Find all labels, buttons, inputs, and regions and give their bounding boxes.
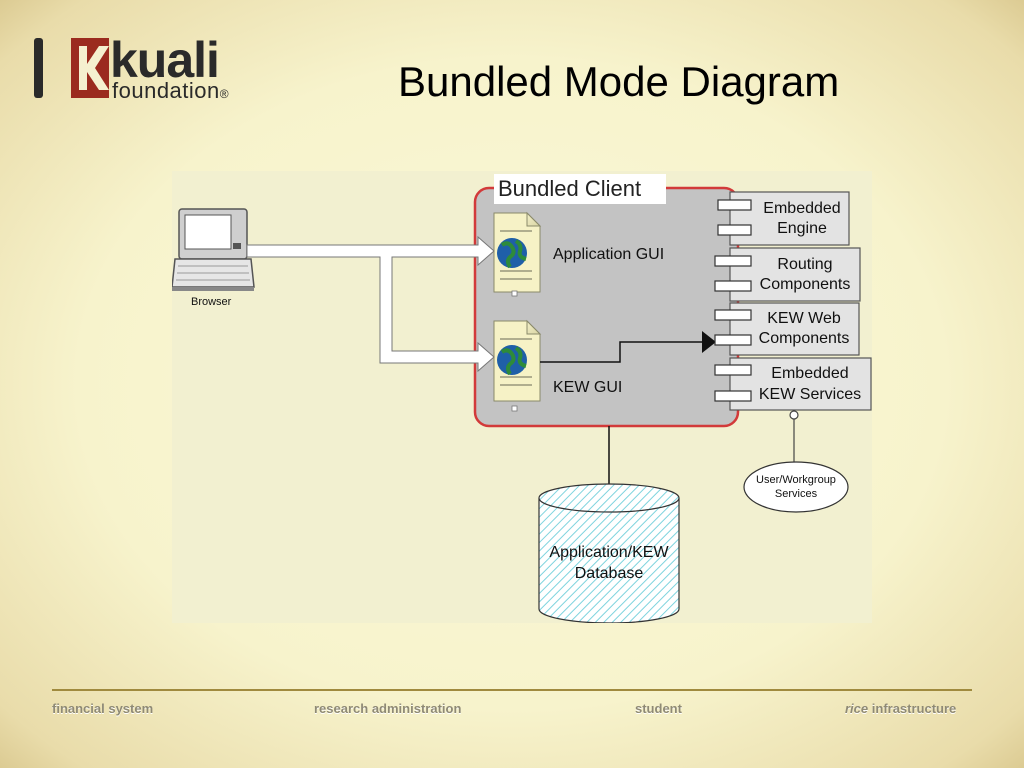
logo-bracket bbox=[34, 38, 43, 98]
user-workgroup-services bbox=[743, 461, 849, 513]
logo-subtitle: foundation® bbox=[112, 78, 230, 103]
bundled-client-title-bg bbox=[494, 174, 666, 204]
database-line2: Database bbox=[575, 565, 644, 582]
component-line2: Components bbox=[759, 330, 850, 347]
footer-rice: rice bbox=[845, 701, 869, 716]
bundled-client-title: Bundled Client bbox=[498, 176, 641, 201]
component-line2: KEW Services bbox=[759, 386, 861, 403]
expand-icon bbox=[511, 290, 518, 297]
logo-word: kuali bbox=[110, 32, 220, 88]
component-line1: KEW Web bbox=[767, 310, 841, 327]
component-kew-web-components: KEW Web Components bbox=[714, 302, 860, 356]
connector-arrowhead bbox=[702, 331, 716, 353]
browser-to-gui-arrows bbox=[246, 235, 495, 373]
database-line1: Application/KEW bbox=[549, 544, 669, 561]
component-line2: Components bbox=[760, 276, 851, 293]
kew-gui-document bbox=[493, 319, 542, 412]
component-line2: Engine bbox=[777, 220, 827, 237]
footer-financial-system: financial system bbox=[52, 701, 154, 716]
services-line2: Services bbox=[775, 488, 818, 500]
footer-student: student bbox=[635, 701, 682, 716]
kew-gui-label: KEW GUI bbox=[553, 379, 622, 396]
expand-icon bbox=[511, 405, 518, 412]
component-line1: Embedded bbox=[771, 365, 848, 382]
logo-k-mark bbox=[71, 38, 109, 98]
slide-title: Bundled Mode Diagram bbox=[398, 58, 840, 105]
kuali-logo: kuali foundation® bbox=[34, 32, 294, 104]
services-socket bbox=[789, 410, 799, 420]
application-gui-document bbox=[493, 211, 542, 297]
services-line1: User/Workgroup bbox=[756, 474, 836, 486]
bundled-mode-diagram: Bundled Client Application GUI KEW GUI bbox=[172, 171, 872, 623]
component-embedded-engine: Embedded Engine bbox=[717, 191, 850, 246]
diagram-canvas: Bundled Client Application GUI KEW GUI bbox=[172, 174, 872, 623]
database-cylinder bbox=[538, 483, 680, 623]
footer-infrastructure: infrastructure bbox=[871, 701, 957, 716]
component-embedded-kew-services: Embedded KEW Services bbox=[714, 357, 872, 411]
component-line1: Routing bbox=[777, 256, 832, 273]
component-line1: Embedded bbox=[763, 200, 840, 217]
footer-divider bbox=[52, 689, 972, 691]
component-routing-components: Routing Components bbox=[714, 247, 861, 302]
footer-research-administration: research administration bbox=[314, 701, 462, 716]
kew-gui-connector bbox=[540, 341, 710, 363]
browser-label: Browser bbox=[191, 296, 232, 308]
laptop-icon bbox=[172, 208, 255, 291]
footer-rice-infrastructure: rice infrastructure bbox=[845, 701, 956, 717]
application-gui-label: Application GUI bbox=[553, 246, 664, 263]
